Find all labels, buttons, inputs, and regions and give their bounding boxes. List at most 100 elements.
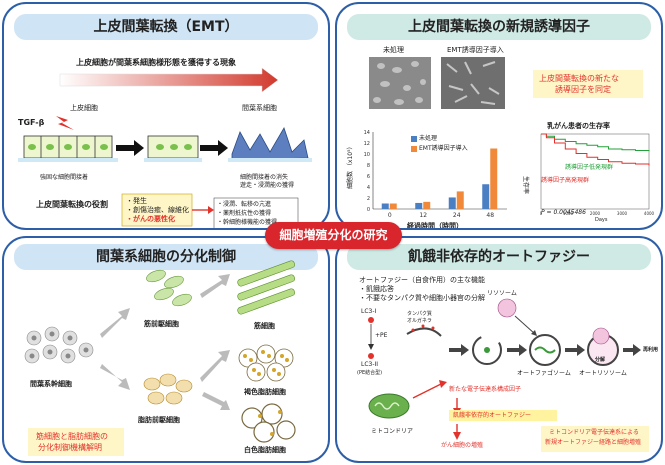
- mesen-note-1: 筋細胞と脂肪細胞の: [36, 432, 108, 441]
- bar-legend-swatch-2: [411, 146, 417, 152]
- tgf-beta-label: TGF-β: [18, 118, 45, 127]
- cargo-label-2: オルガネラ: [407, 318, 432, 324]
- novel-note-1: 上皮間葉転換の新たな: [539, 74, 619, 83]
- lightning-icon: [56, 116, 74, 130]
- bar-1-2: [456, 191, 464, 209]
- survival-pvalue: P = 0.0045486: [541, 209, 586, 216]
- survival-plot-area: [540, 133, 650, 210]
- new-factor-label: 新たな電子伝達系構成因子: [449, 386, 522, 393]
- muscle-label: 筋細胞: [254, 322, 275, 330]
- bar-legend-1: 未処理: [419, 135, 438, 142]
- mesen-note-2: 分化制御機構解明: [38, 443, 102, 452]
- autophagosome-label: オートファゴソーム: [517, 370, 571, 377]
- emt-step-arrow: [200, 140, 228, 156]
- bar-y-tick: 4: [367, 185, 370, 191]
- bar-0-2: [448, 197, 456, 209]
- mesenchymal-cell-shape: [231, 127, 309, 161]
- bar-y-tick: 6: [367, 174, 370, 180]
- bar-x-tick: 24: [453, 212, 461, 219]
- role-2: ・創傷治癒、線維化: [126, 206, 189, 214]
- survival-x-tick: 2000: [590, 211, 601, 216]
- survival-x-tick: 1000: [563, 211, 574, 216]
- caption-right-2: 遊走・浸潤能の獲得: [240, 182, 295, 189]
- diff-arrow: [202, 392, 230, 410]
- role-1: ・発生: [126, 197, 147, 205]
- bar-0-1: [415, 202, 423, 209]
- func-1: ・飢餓応答: [359, 285, 394, 293]
- mito-label: ミトコンドリア: [371, 428, 414, 435]
- stem-label: 間葉系幹細胞: [30, 380, 72, 388]
- survival-line-1: [541, 133, 650, 166]
- cell-growth-label: がん細胞の増殖: [441, 442, 484, 449]
- mesen-note-box: [28, 428, 124, 456]
- survival-x-tick: 3000: [617, 211, 628, 216]
- caption-right-1: 細胞間接着の消失: [240, 174, 289, 181]
- autophagy-note-1: ミトコンドリア電子伝達系による: [549, 429, 639, 436]
- survival-title: 乳がん患者の生存率: [547, 122, 610, 130]
- emt-panel: 上皮間葉転換（EMT） 上皮細胞が間葉系細胞様形態を獲得する現象: [2, 2, 330, 230]
- bar-x-tick: 48: [486, 212, 494, 219]
- bar-y-tick: 10: [364, 152, 370, 158]
- bar-y-tick: 14: [364, 130, 370, 136]
- bar-x-tick: 0: [388, 212, 392, 219]
- autophagy-panel: 飢餓非依存的オートファジー オートファジー（自食作用）の主な機能 ・飢餓応答 ・…: [335, 236, 663, 463]
- bar-0-0: [381, 203, 389, 209]
- pe-label: +PE: [375, 332, 388, 339]
- survival-x-tick: 0: [540, 211, 543, 216]
- autophagy-diagram: [368, 298, 649, 452]
- emt-role-label: 上皮間葉転換の役割: [36, 200, 108, 209]
- bar-y-tick: 0: [367, 207, 370, 213]
- reuse-label: 再利用: [643, 347, 659, 353]
- bar-1-3: [490, 148, 498, 209]
- cancer-effect-3: ・幹細胞様機能の獲得: [217, 219, 278, 226]
- bar-y-tick: 12: [364, 141, 370, 147]
- diff-arrow: [100, 364, 130, 390]
- cancer-effect-1: ・浸潤、転移の亢進: [217, 201, 272, 208]
- bar-x-tick: 12: [419, 212, 427, 219]
- survival-chart: 0 1000 2000 3000 4000: [540, 133, 655, 216]
- degrade-label: 分解: [595, 357, 606, 363]
- bar-legend-2: EMT誘導因子導入: [419, 145, 468, 152]
- fat-precursor-label: 脂肪前駆細胞: [138, 416, 180, 424]
- diff-arrow: [100, 308, 130, 338]
- center-theme-badge: 細胞増殖分化の研究: [265, 222, 402, 249]
- survival-legend-high: 誘導因子高発現群: [541, 177, 590, 184]
- survival-legend-low: 誘導因子低発現群: [565, 164, 614, 171]
- cargo-label-1: タンパク質: [407, 311, 433, 317]
- brown-fat-label: 褐色脂肪細胞: [244, 388, 286, 396]
- mesen-title: 間葉系細胞の分化制御: [14, 244, 318, 270]
- micrograph-induced: [441, 57, 505, 109]
- differentiation-diagram: [24, 260, 296, 456]
- img-label-left: 未処理: [383, 46, 404, 54]
- mesenchymal-label: 間葉系細胞: [242, 104, 277, 112]
- novel-panel: 上皮間葉転換の新規誘導因子 未処理 EMT誘導因子導入 上皮間葉転換の新たな 誘…: [335, 2, 663, 230]
- survival-x-tick: 4000: [644, 211, 655, 216]
- bar-y-tick: 2: [367, 196, 370, 202]
- novel-note-box: [533, 70, 643, 98]
- emt-transition-arrow: [59, 67, 279, 93]
- lc3-2-label: LC3-II: [361, 361, 379, 368]
- survival-xlabel: Days: [595, 217, 608, 223]
- img-label-right: EMT誘導因子導入: [447, 46, 504, 54]
- emt-title: 上皮間葉転換（EMT）: [14, 14, 318, 40]
- starvation-label: 飢餓非依存的オートファジー: [453, 412, 532, 419]
- emt-diagram: [18, 67, 312, 228]
- bar-y-tick: 8: [367, 163, 370, 169]
- caption-left: 強固な細胞間接着: [40, 174, 89, 181]
- func-title: オートファジー（自食作用）の主な機能: [359, 276, 485, 284]
- survival-ylabel: 生存率: [522, 176, 529, 195]
- autolysosome-label: オートリソソーム: [579, 370, 627, 377]
- lc3-2-sub: (PE結合型): [357, 370, 383, 376]
- autophagy-title: 飢餓非依存的オートファジー: [347, 244, 651, 270]
- role-3: ・がんの悪性化: [126, 215, 175, 223]
- emt-step-arrow: [116, 140, 144, 156]
- epithelial-label: 上皮細胞: [70, 104, 98, 112]
- lc3-1-label: LC3-I: [361, 308, 377, 315]
- bar-xlabel: 経過時間（時間）: [407, 222, 463, 230]
- novel-title: 上皮間葉転換の新規誘導因子: [347, 14, 651, 40]
- lysosome-label: リソソーム: [487, 290, 517, 297]
- diff-arrow: [200, 274, 230, 298]
- muscle-precursor-label: 筋前駆細胞: [144, 320, 179, 328]
- bar-legend-swatch-1: [411, 136, 417, 142]
